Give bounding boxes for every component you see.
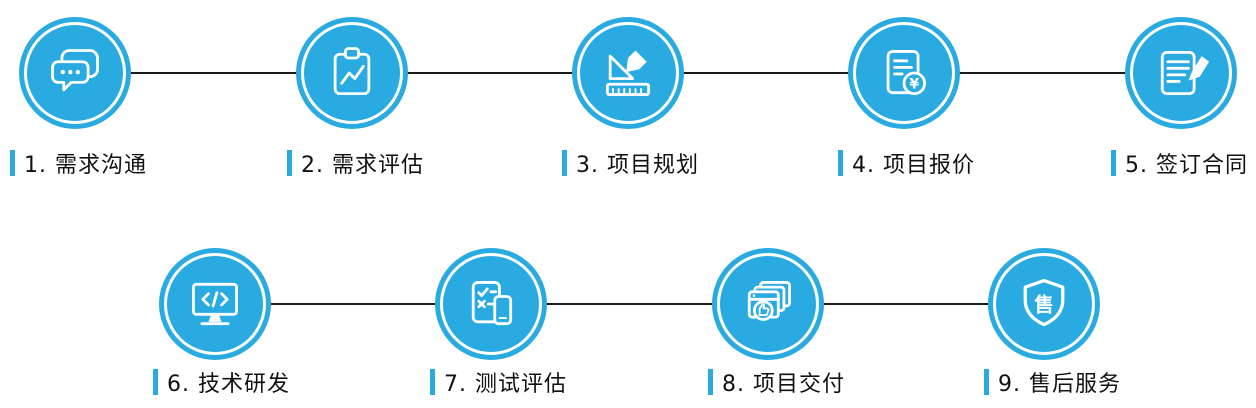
step-4-label: 4. 项目报价: [838, 148, 975, 178]
step-4-circle: ¥: [848, 17, 960, 129]
step-4-text: 4. 项目报价: [852, 153, 975, 178]
contract-signing-icon: [1160, 50, 1210, 96]
step-2-circle: [296, 17, 408, 129]
ruler-pencil-icon: [605, 50, 651, 96]
step-1-label: 1. 需求沟通: [10, 148, 147, 178]
step-9-circle: 售: [988, 248, 1100, 360]
step-8-text: 8. 项目交付: [722, 372, 845, 397]
label-accent-bar: [430, 369, 435, 395]
step-9-text: 9. 售后服务: [998, 372, 1121, 397]
step-5-text: 5. 签订合同: [1125, 153, 1248, 178]
step-9-label: 9. 售后服务: [984, 367, 1121, 397]
step-2-label: 2. 需求评估: [287, 148, 424, 178]
step-3-label: 3. 项目规划: [562, 148, 699, 178]
step-6-circle: [159, 248, 271, 360]
label-accent-bar: [1111, 150, 1116, 176]
aftersale-character: 售: [1033, 294, 1054, 317]
step-8-circle: [712, 248, 824, 360]
label-accent-bar: [10, 150, 15, 176]
step-3-text: 3. 项目规划: [576, 153, 699, 178]
step-7-text: 7. 测试评估: [444, 372, 567, 397]
step-5-label: 5. 签订合同: [1111, 148, 1248, 178]
step-8-label: 8. 项目交付: [708, 367, 845, 397]
monitor-code-icon: [192, 282, 238, 326]
clipboard-chart-icon: [333, 47, 371, 96]
step-7-circle: [435, 248, 547, 360]
device-testing-icon: [471, 281, 513, 326]
step-6-label: 6. 技术研发: [153, 367, 290, 397]
step-1-circle: [19, 17, 131, 129]
label-accent-bar: [287, 150, 292, 176]
step-1-text: 1. 需求沟通: [24, 153, 147, 178]
step-7-label: 7. 测试评估: [430, 367, 567, 397]
row2-connector-line: [215, 303, 1044, 305]
label-accent-bar: [562, 150, 567, 176]
price-document-icon: ¥: [886, 50, 927, 96]
label-accent-bar: [984, 369, 989, 395]
step-3-circle: [572, 17, 684, 129]
step-5-circle: [1125, 17, 1237, 129]
label-accent-bar: [153, 369, 158, 395]
delivery-windows-icon: [747, 281, 791, 321]
currency-symbol: ¥: [909, 76, 919, 92]
label-accent-bar: [708, 369, 713, 395]
shield-service-icon: 售: [1023, 278, 1065, 327]
step-6-text: 6. 技术研发: [167, 372, 290, 397]
label-accent-bar: [838, 150, 843, 176]
step-2-text: 2. 需求评估: [301, 153, 424, 178]
chat-bubbles-icon: [51, 49, 99, 92]
